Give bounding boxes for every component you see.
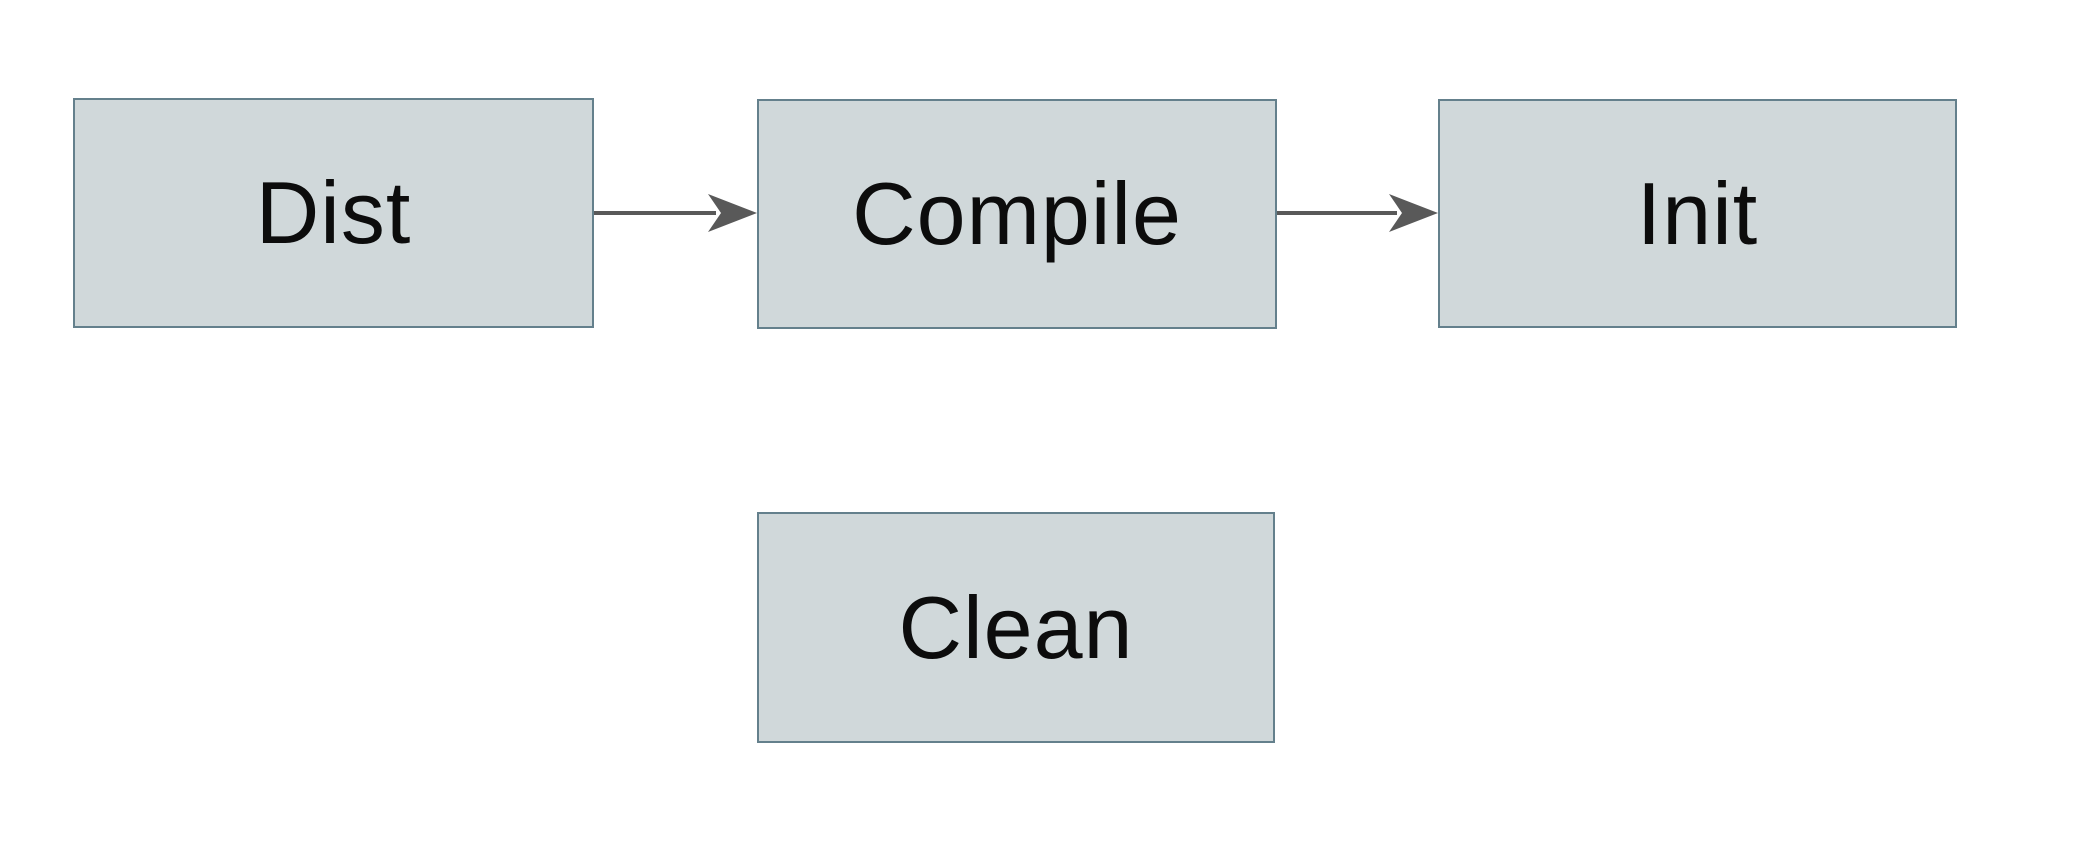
node-init[interactable]: Init: [1438, 99, 1957, 328]
arrow-dist-to-compile: [594, 194, 757, 232]
node-dist-label: Dist: [255, 163, 412, 262]
node-compile-label: Compile: [852, 164, 1182, 263]
node-compile[interactable]: Compile: [757, 99, 1277, 329]
node-init-label: Init: [1636, 163, 1759, 263]
node-clean[interactable]: Clean: [757, 512, 1275, 743]
arrowhead-icon: [1389, 194, 1438, 232]
arrow-compile-to-init: [1277, 194, 1438, 232]
arrowhead-icon: [708, 194, 757, 232]
node-dist[interactable]: Dist: [73, 98, 594, 328]
node-clean-label: Clean: [898, 577, 1134, 677]
